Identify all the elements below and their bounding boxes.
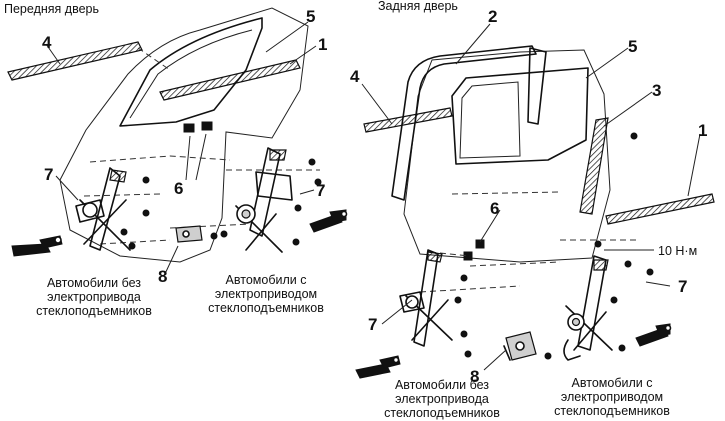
- front-glass-clip: [183, 123, 195, 133]
- rear-guide-lines: [419, 191, 640, 293]
- front-callout-labels: 4 5 1 6 7 7 8: [42, 7, 327, 286]
- front-glass-clip: [201, 121, 213, 131]
- rear-door-assembly: [355, 23, 715, 379]
- rear-callout-8: 8: [470, 367, 479, 386]
- caption-line: электропривода: [47, 290, 141, 304]
- rear-callout-2: 2: [488, 7, 497, 26]
- rear-outer-molding: [605, 193, 715, 225]
- front-power-regulator: [220, 147, 322, 253]
- front-door-title: Передняя дверь: [4, 2, 99, 16]
- front-power-caption: Автомобили с электроприводом стеклоподъе…: [186, 273, 346, 315]
- caption-line: электроприводом: [214, 287, 318, 301]
- front-callout-1: 1: [318, 35, 327, 54]
- front-callout-4: 4: [42, 33, 52, 52]
- rear-glass-front-part: [459, 81, 521, 159]
- rear-window-glass: [451, 67, 589, 165]
- caption-line: электропривода: [395, 392, 489, 406]
- rear-glass-clip: [463, 251, 473, 261]
- torque-spec: 10 Н·м: [658, 244, 698, 258]
- rear-callout-6: 6: [490, 199, 499, 218]
- front-window-crank-icon: [11, 235, 63, 257]
- front-callout-7-left: 7: [44, 165, 53, 184]
- rear-glass-run-channel: [579, 117, 609, 215]
- front-belt-molding: [7, 41, 143, 81]
- rear-callout-leaders: [361, 23, 701, 371]
- rear-callout-3: 3: [652, 81, 661, 100]
- rear-door-panel: [403, 49, 611, 263]
- rear-glass-clip: [475, 239, 485, 249]
- rear-power-caption: Автомобили с электроприводом стеклоподъе…: [532, 376, 692, 418]
- rear-callout-7-left: 7: [368, 315, 377, 334]
- rear-regulator-motor: [503, 331, 537, 361]
- caption-line: стеклоподъемников: [36, 304, 152, 318]
- rear-manual-regulator: [399, 249, 472, 358]
- rear-door-title: Задняя дверь: [378, 0, 458, 13]
- rear-callout-labels: 2 5 4 3 1 6 7 7 8: [350, 7, 707, 386]
- rear-window-crank-icon: [355, 355, 401, 379]
- caption-line: стеклоподъемников: [554, 404, 670, 418]
- rear-door-frame-seal: [391, 45, 537, 201]
- rear-callout-7-right: 7: [678, 277, 687, 296]
- rear-frame-rear-channel: [527, 47, 547, 125]
- front-regulator-motor: [175, 225, 218, 243]
- front-glass-reflection: [129, 29, 253, 119]
- caption-line: Автомобили без: [394, 378, 490, 392]
- front-guide-lines: [83, 155, 320, 245]
- front-molding-guide: [137, 47, 171, 71]
- caption-line: стеклоподъемников: [384, 406, 500, 420]
- front-manual-caption: Автомобили без электропривода стеклоподъ…: [14, 276, 174, 318]
- front-clip-leader: [185, 133, 207, 181]
- rear-power-regulator: [544, 255, 654, 361]
- rear-manual-caption: Автомобили без электропривода стеклоподъ…: [362, 378, 522, 420]
- rear-callout-5: 5: [628, 37, 637, 56]
- rear-callout-4: 4: [350, 67, 360, 86]
- front-glass-seal: [159, 59, 301, 101]
- front-callout-6: 6: [174, 179, 183, 198]
- front-window-glass: [119, 17, 263, 127]
- rear-callout-1: 1: [698, 121, 707, 140]
- rear-power-window-motor-icon: [635, 323, 672, 347]
- front-callout-5: 5: [306, 7, 315, 26]
- caption-line: Автомобили с: [225, 273, 307, 287]
- front-callout-7-right: 7: [316, 181, 325, 200]
- front-door-assembly: [7, 7, 348, 277]
- caption-line: электроприводом: [560, 390, 664, 404]
- caption-line: стеклоподъемников: [208, 301, 324, 315]
- front-callout-8: 8: [158, 267, 167, 286]
- caption-line: Автомобили с: [571, 376, 653, 390]
- front-callout-leaders: [45, 21, 317, 277]
- front-manual-regulator: [75, 167, 150, 251]
- rear-belt-molding: [363, 107, 453, 133]
- front-power-window-motor-icon: [309, 209, 348, 233]
- front-door-panel: [59, 7, 309, 263]
- caption-line: Автомобили без: [46, 276, 142, 290]
